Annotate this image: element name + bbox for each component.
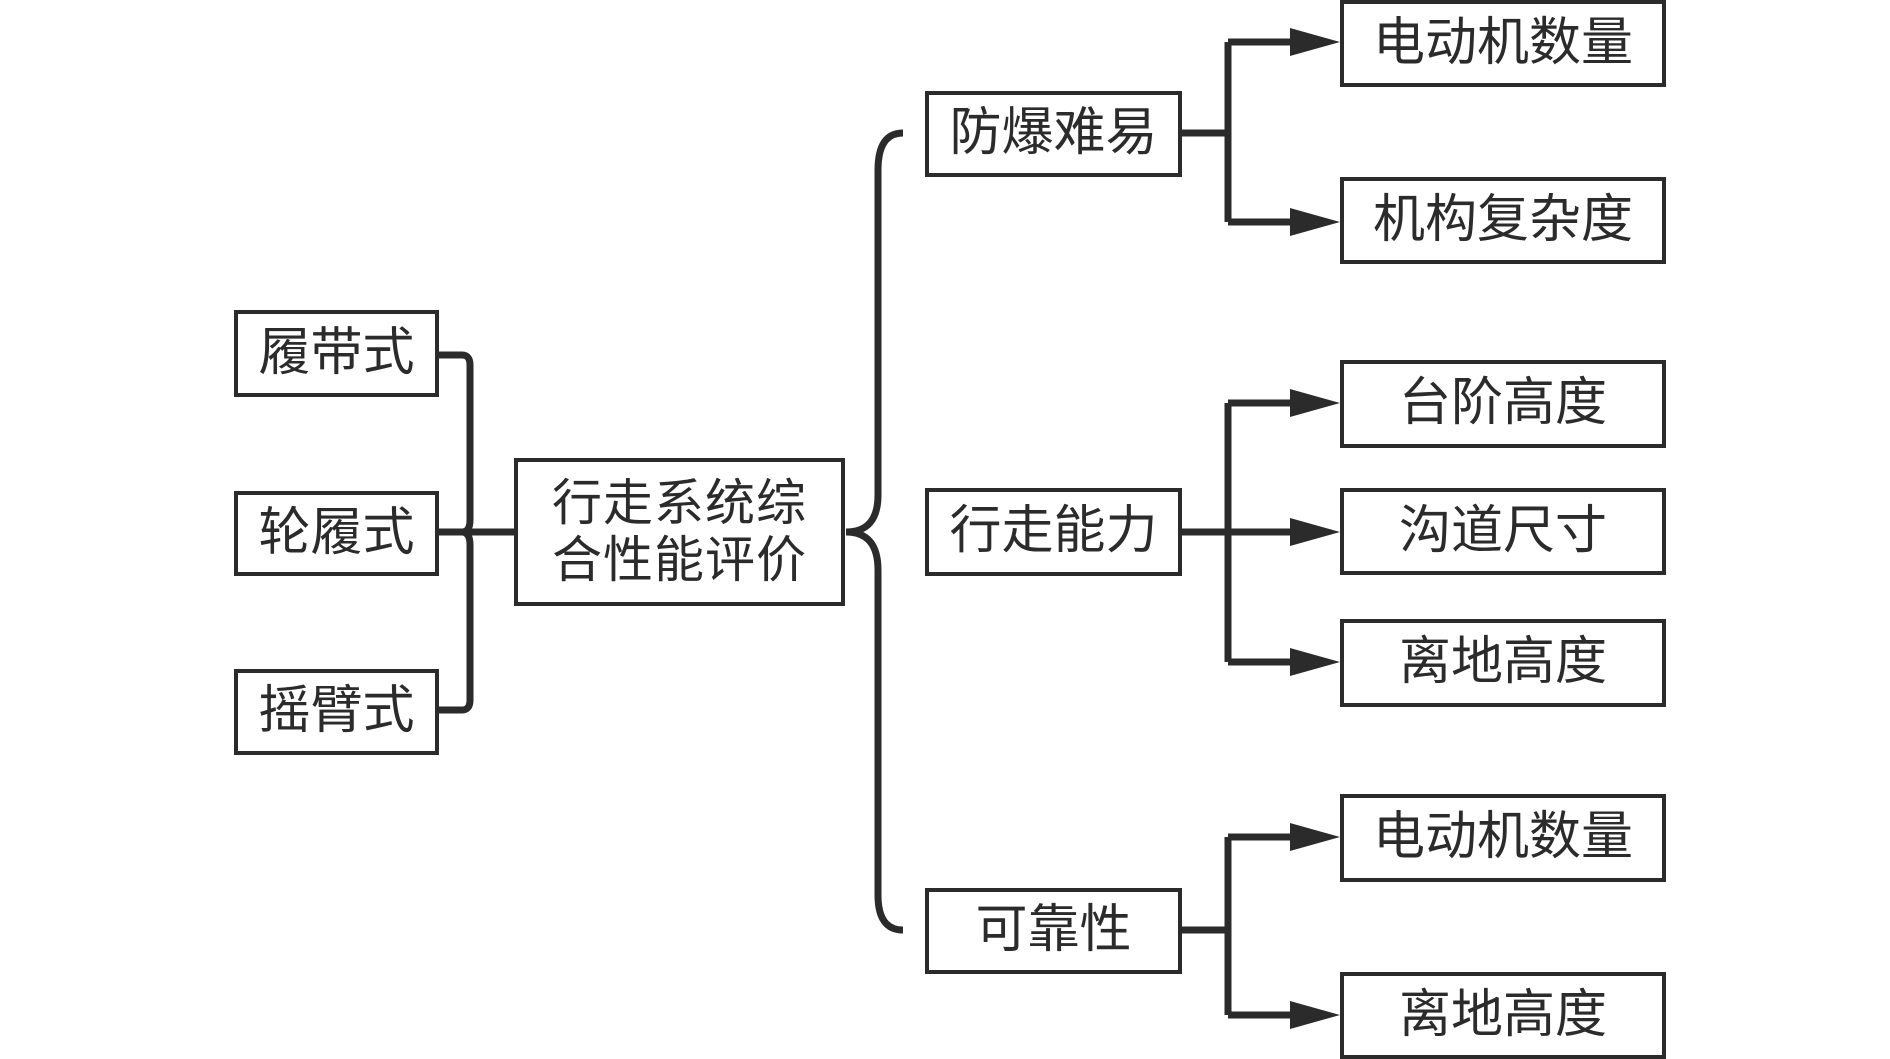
leaf-node: 离地高度 bbox=[1340, 619, 1666, 707]
connector-criteria-1 bbox=[1182, 38, 1300, 226]
criteria-node: 可靠性 bbox=[925, 888, 1182, 974]
root-label-line1: 行走系统综 bbox=[552, 473, 807, 532]
arrow-head bbox=[1290, 648, 1340, 676]
input-label: 摇臂式 bbox=[258, 681, 415, 742]
leaf-label: 台阶高度 bbox=[1398, 373, 1607, 434]
leaf-label: 电动机数量 bbox=[1372, 12, 1633, 73]
arrow-head bbox=[1290, 1001, 1340, 1029]
connector-criteria-brace bbox=[845, 129, 904, 934]
connector-input-1 bbox=[439, 351, 514, 536]
leaf-node: 沟道尺寸 bbox=[1340, 488, 1666, 575]
connector-input-3 bbox=[439, 528, 474, 714]
input-label: 履带式 bbox=[258, 322, 415, 383]
root-label-line2: 合性能评价 bbox=[552, 531, 807, 589]
leaf-node: 电动机数量 bbox=[1340, 794, 1666, 882]
input-node: 轮履式 bbox=[234, 491, 439, 576]
criteria-node: 行走能力 bbox=[925, 488, 1182, 576]
criteria-node: 防爆难易 bbox=[925, 91, 1182, 177]
leaf-node: 电动机数量 bbox=[1340, 0, 1666, 87]
leaf-node: 台阶高度 bbox=[1340, 360, 1666, 448]
input-node: 摇臂式 bbox=[234, 669, 439, 755]
leaf-label: 离地高度 bbox=[1398, 984, 1607, 1045]
leaf-label: 机构复杂度 bbox=[1372, 189, 1633, 250]
criteria-label: 防爆难易 bbox=[949, 103, 1158, 164]
leaf-label: 电动机数量 bbox=[1372, 807, 1633, 868]
arrow-head bbox=[1290, 518, 1340, 546]
arrow-head bbox=[1290, 389, 1340, 417]
arrow-head bbox=[1290, 28, 1340, 56]
arrow-head bbox=[1290, 208, 1340, 236]
leaf-label: 离地高度 bbox=[1398, 632, 1607, 693]
connector-criteria-2 bbox=[1182, 399, 1300, 666]
input-label: 轮履式 bbox=[258, 502, 415, 563]
connector-criteria-3 bbox=[1182, 833, 1300, 1019]
leaf-label: 沟道尺寸 bbox=[1398, 500, 1607, 561]
criteria-label: 行走能力 bbox=[949, 501, 1158, 562]
leaf-node: 离地高度 bbox=[1340, 972, 1666, 1059]
criteria-label: 可靠性 bbox=[975, 900, 1132, 961]
root-node: 行走系统综 合性能评价 bbox=[514, 458, 845, 606]
input-node: 履带式 bbox=[234, 310, 439, 397]
arrow-head bbox=[1290, 823, 1340, 851]
leaf-node: 机构复杂度 bbox=[1340, 177, 1666, 264]
